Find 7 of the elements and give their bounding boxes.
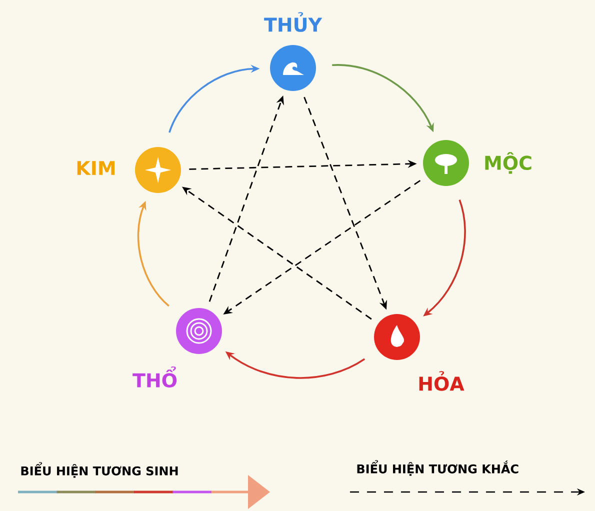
legend-label: BIỂU HIỆN TƯƠNG KHẮC: [357, 460, 518, 476]
element-label: THỔ: [132, 366, 177, 388]
element-label: MỘC: [485, 152, 532, 174]
element-label: HỎA: [419, 371, 464, 391]
legend-label: BIỂU HIỆN TƯƠNG SINH: [21, 462, 178, 478]
element-label: KIM: [77, 161, 115, 175]
element-label: THỦY: [264, 12, 322, 32]
